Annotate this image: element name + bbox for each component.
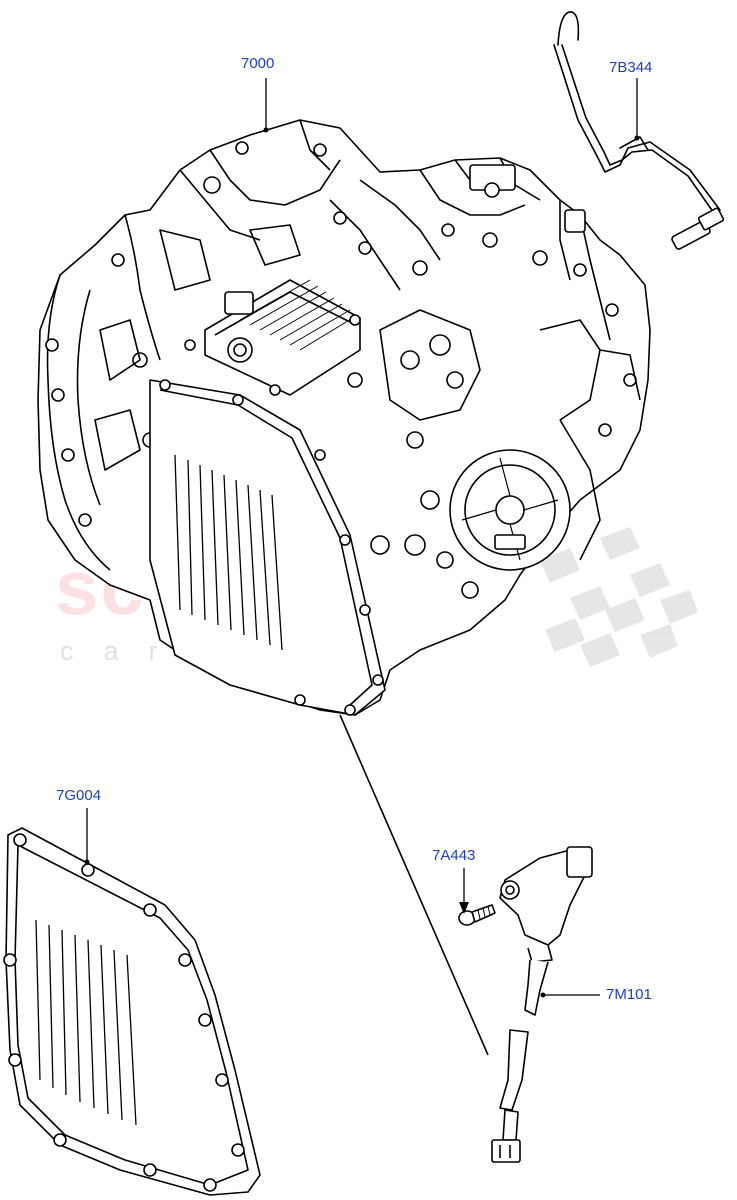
leader-dot-7G004 [84, 859, 90, 865]
leader-lines [86, 78, 638, 996]
leader-dot-7M101 [540, 992, 546, 998]
connector-line [339, 714, 489, 1056]
callout-7A443[interactable]: 7A443 [432, 847, 476, 864]
speed-sensor [491, 846, 593, 1163]
bolt [458, 904, 496, 926]
leader-arrow-7A443 [459, 902, 469, 914]
breather-pipe [553, 11, 725, 250]
transmission-assembly [37, 119, 651, 716]
watermark-checker-flag [540, 527, 698, 667]
oil-pan [3, 827, 261, 1196]
leader-dots [84, 127, 640, 998]
callout-7B344[interactable]: 7B344 [609, 59, 653, 76]
leader-dot-7B344 [634, 135, 640, 141]
callout-7G004[interactable]: 7G004 [56, 787, 102, 804]
callout-7000[interactable]: 7000 [241, 55, 275, 72]
callout-7M101[interactable]: 7M101 [606, 986, 652, 1003]
leader-dot-7000 [263, 127, 269, 133]
